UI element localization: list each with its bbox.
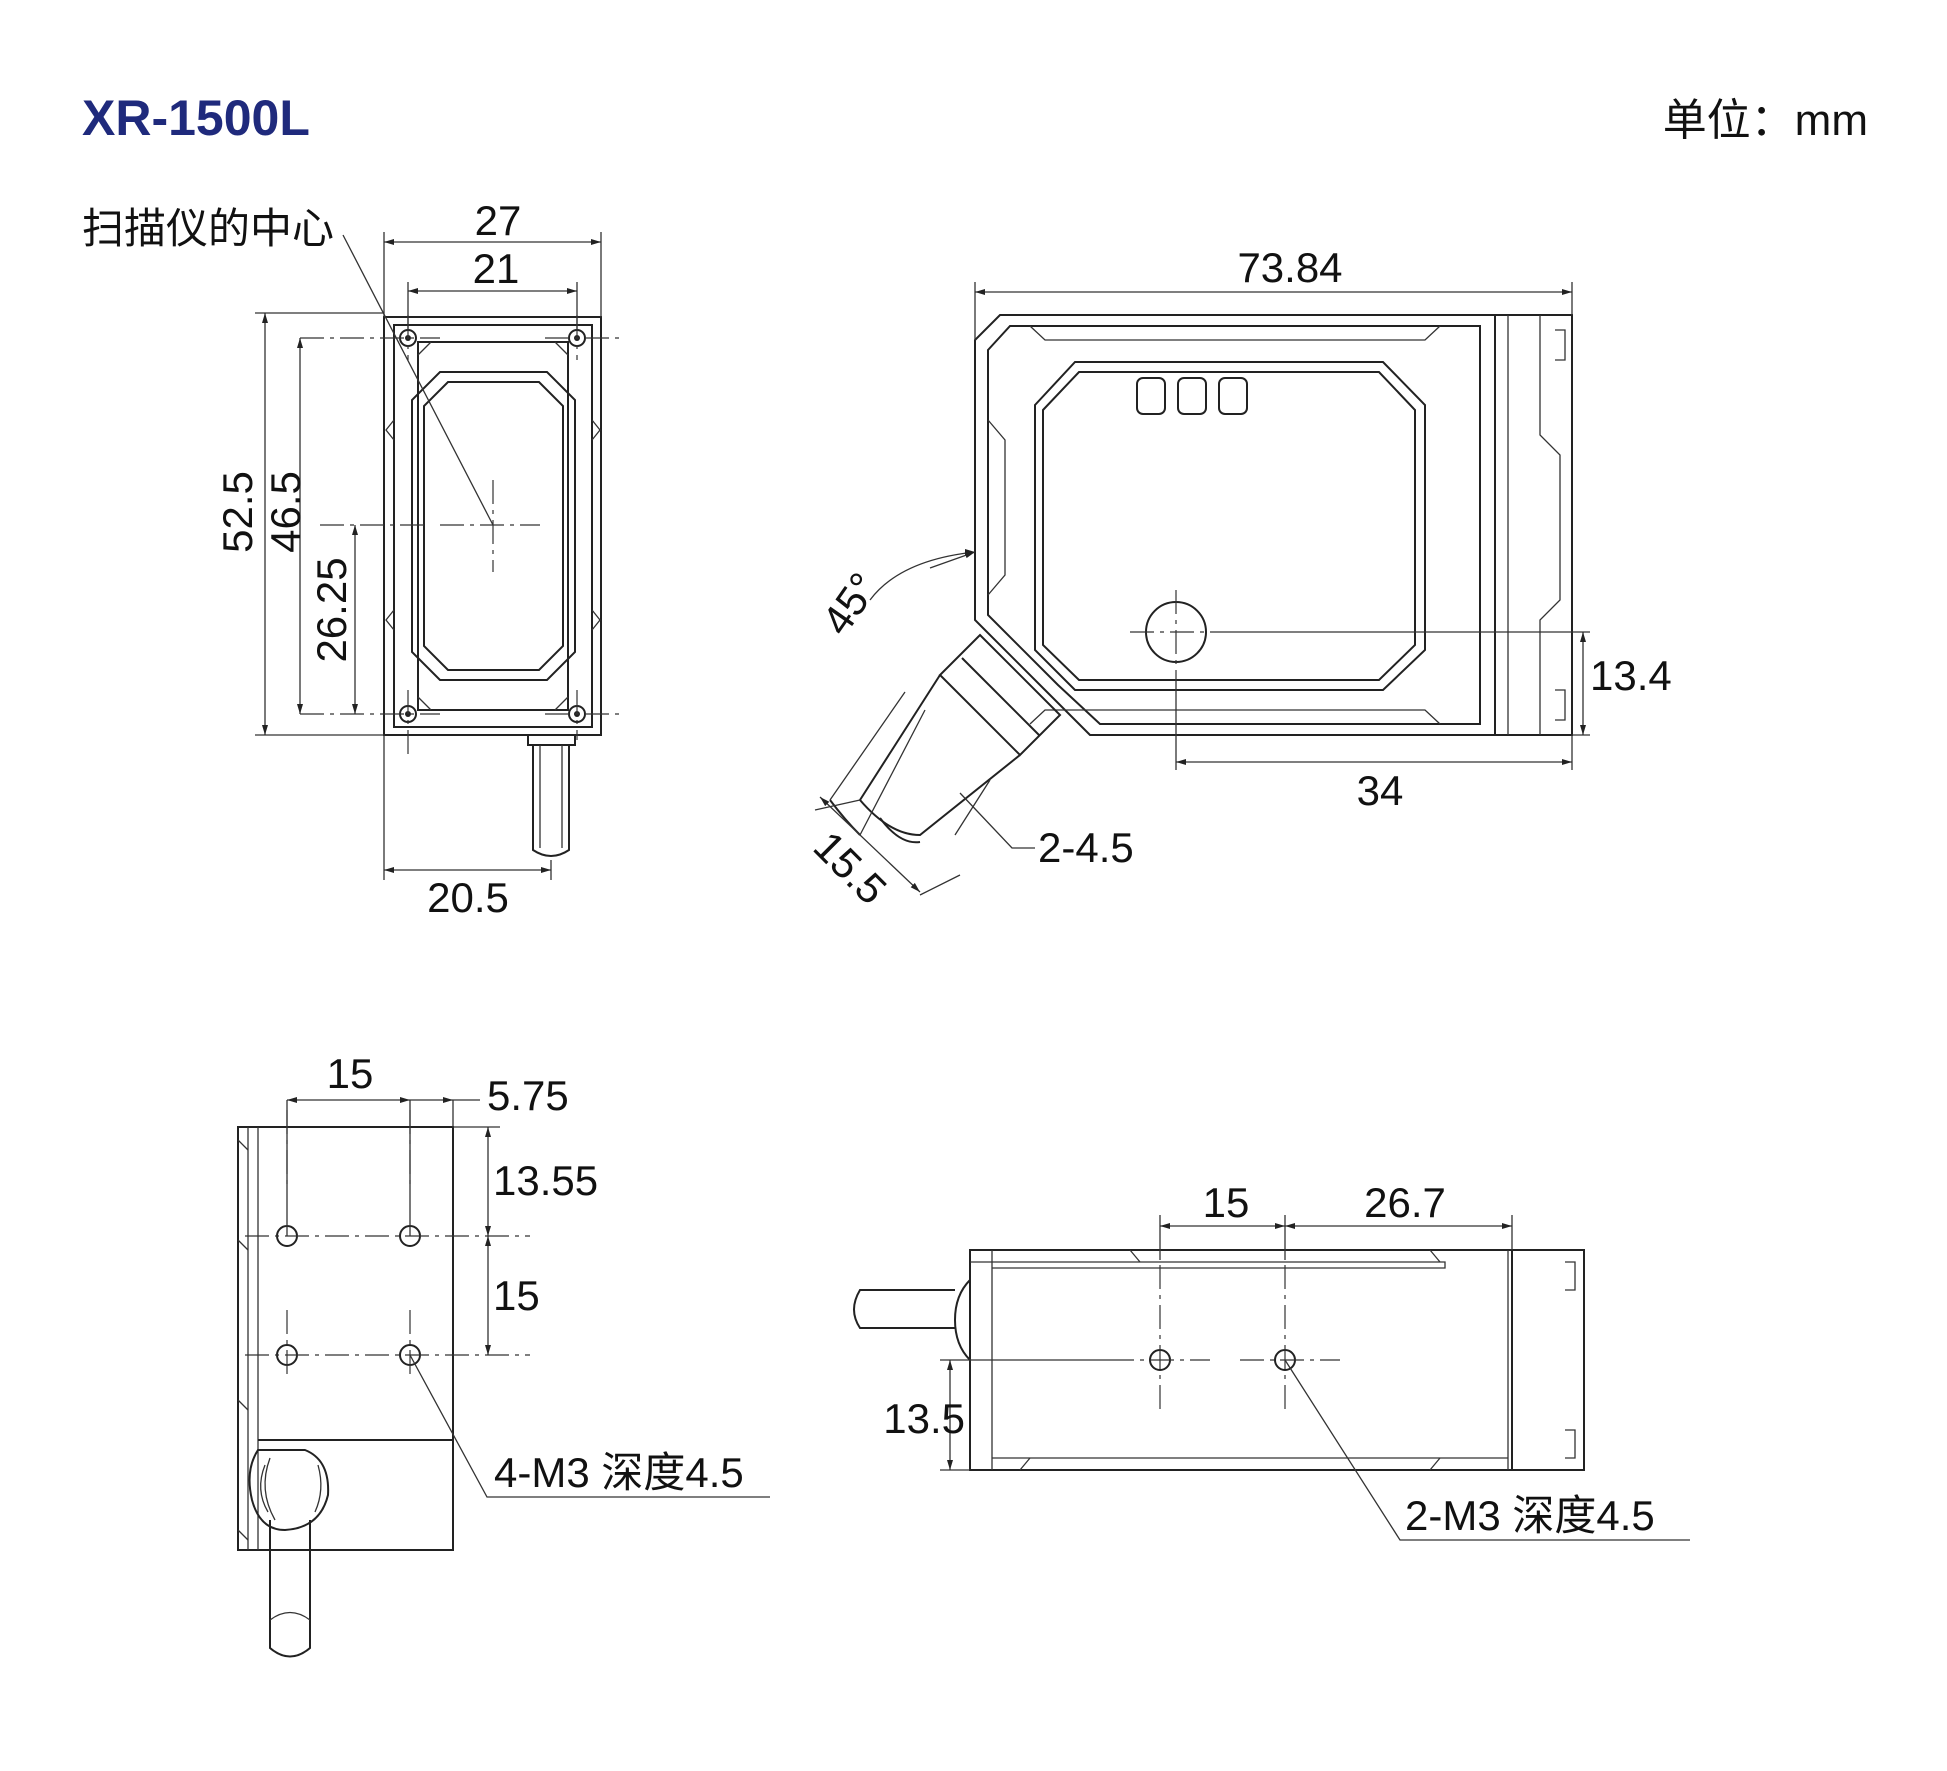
dim-hole-spacing-y: 15 — [493, 1272, 540, 1319]
led-indicator-1 — [1136, 377, 1166, 415]
dim-bottom-width: 20.5 — [427, 874, 509, 921]
top-hole-callout: 2-M3 深度4.5 — [1405, 1492, 1655, 1539]
dim-top-hole-spacing: 15 — [1203, 1179, 1250, 1226]
dim-window-height: 13.4 — [1590, 652, 1672, 699]
bottom-hole-callout: 4-M3 深度4.5 — [494, 1449, 744, 1496]
side-view: 45° 15.5 2-4.5 73.84 13.4 34 — [805, 244, 1672, 913]
dim-width-outer: 27 — [475, 197, 522, 244]
dim-top-height: 13.5 — [883, 1395, 965, 1442]
dim-height-outer: 52.5 — [214, 471, 261, 553]
dim-overall-length: 73.84 — [1237, 244, 1342, 291]
scanner-center-label: 扫描仪的中心 — [82, 205, 334, 252]
dim-window-offset: 34 — [1357, 767, 1404, 814]
dim-height-inner: 46.5 — [262, 471, 309, 553]
model-title: XR-1500L — [82, 90, 310, 146]
dim-center-height: 26.25 — [308, 557, 355, 662]
dim-hole-spacing-x: 15 — [327, 1050, 374, 1097]
front-view: 扫描仪的中心 27 21 52.5 46.5 26.25 20.5 — [82, 197, 620, 921]
led-indicator-2 — [1177, 377, 1207, 415]
bottom-view: 15 5.75 13.55 15 4-M3 深度4.5 — [237, 1050, 770, 1658]
dim-edge-offset: 5.75 — [487, 1072, 569, 1119]
dim-width-inner: 21 — [473, 245, 520, 292]
led-indicator-3 — [1218, 377, 1248, 415]
dim-top-end-offset: 26.7 — [1364, 1179, 1446, 1226]
top-view: 15 26.7 13.5 2-M3 深度4.5 — [853, 1179, 1690, 1541]
unit-label: 单位：mm — [1663, 96, 1868, 145]
dim-cable-holes: 2-4.5 — [1038, 824, 1134, 871]
dim-top-offset: 13.55 — [493, 1157, 598, 1204]
dim-cable-width: 15.5 — [805, 822, 896, 913]
dim-cable-angle: 45° — [813, 564, 888, 643]
